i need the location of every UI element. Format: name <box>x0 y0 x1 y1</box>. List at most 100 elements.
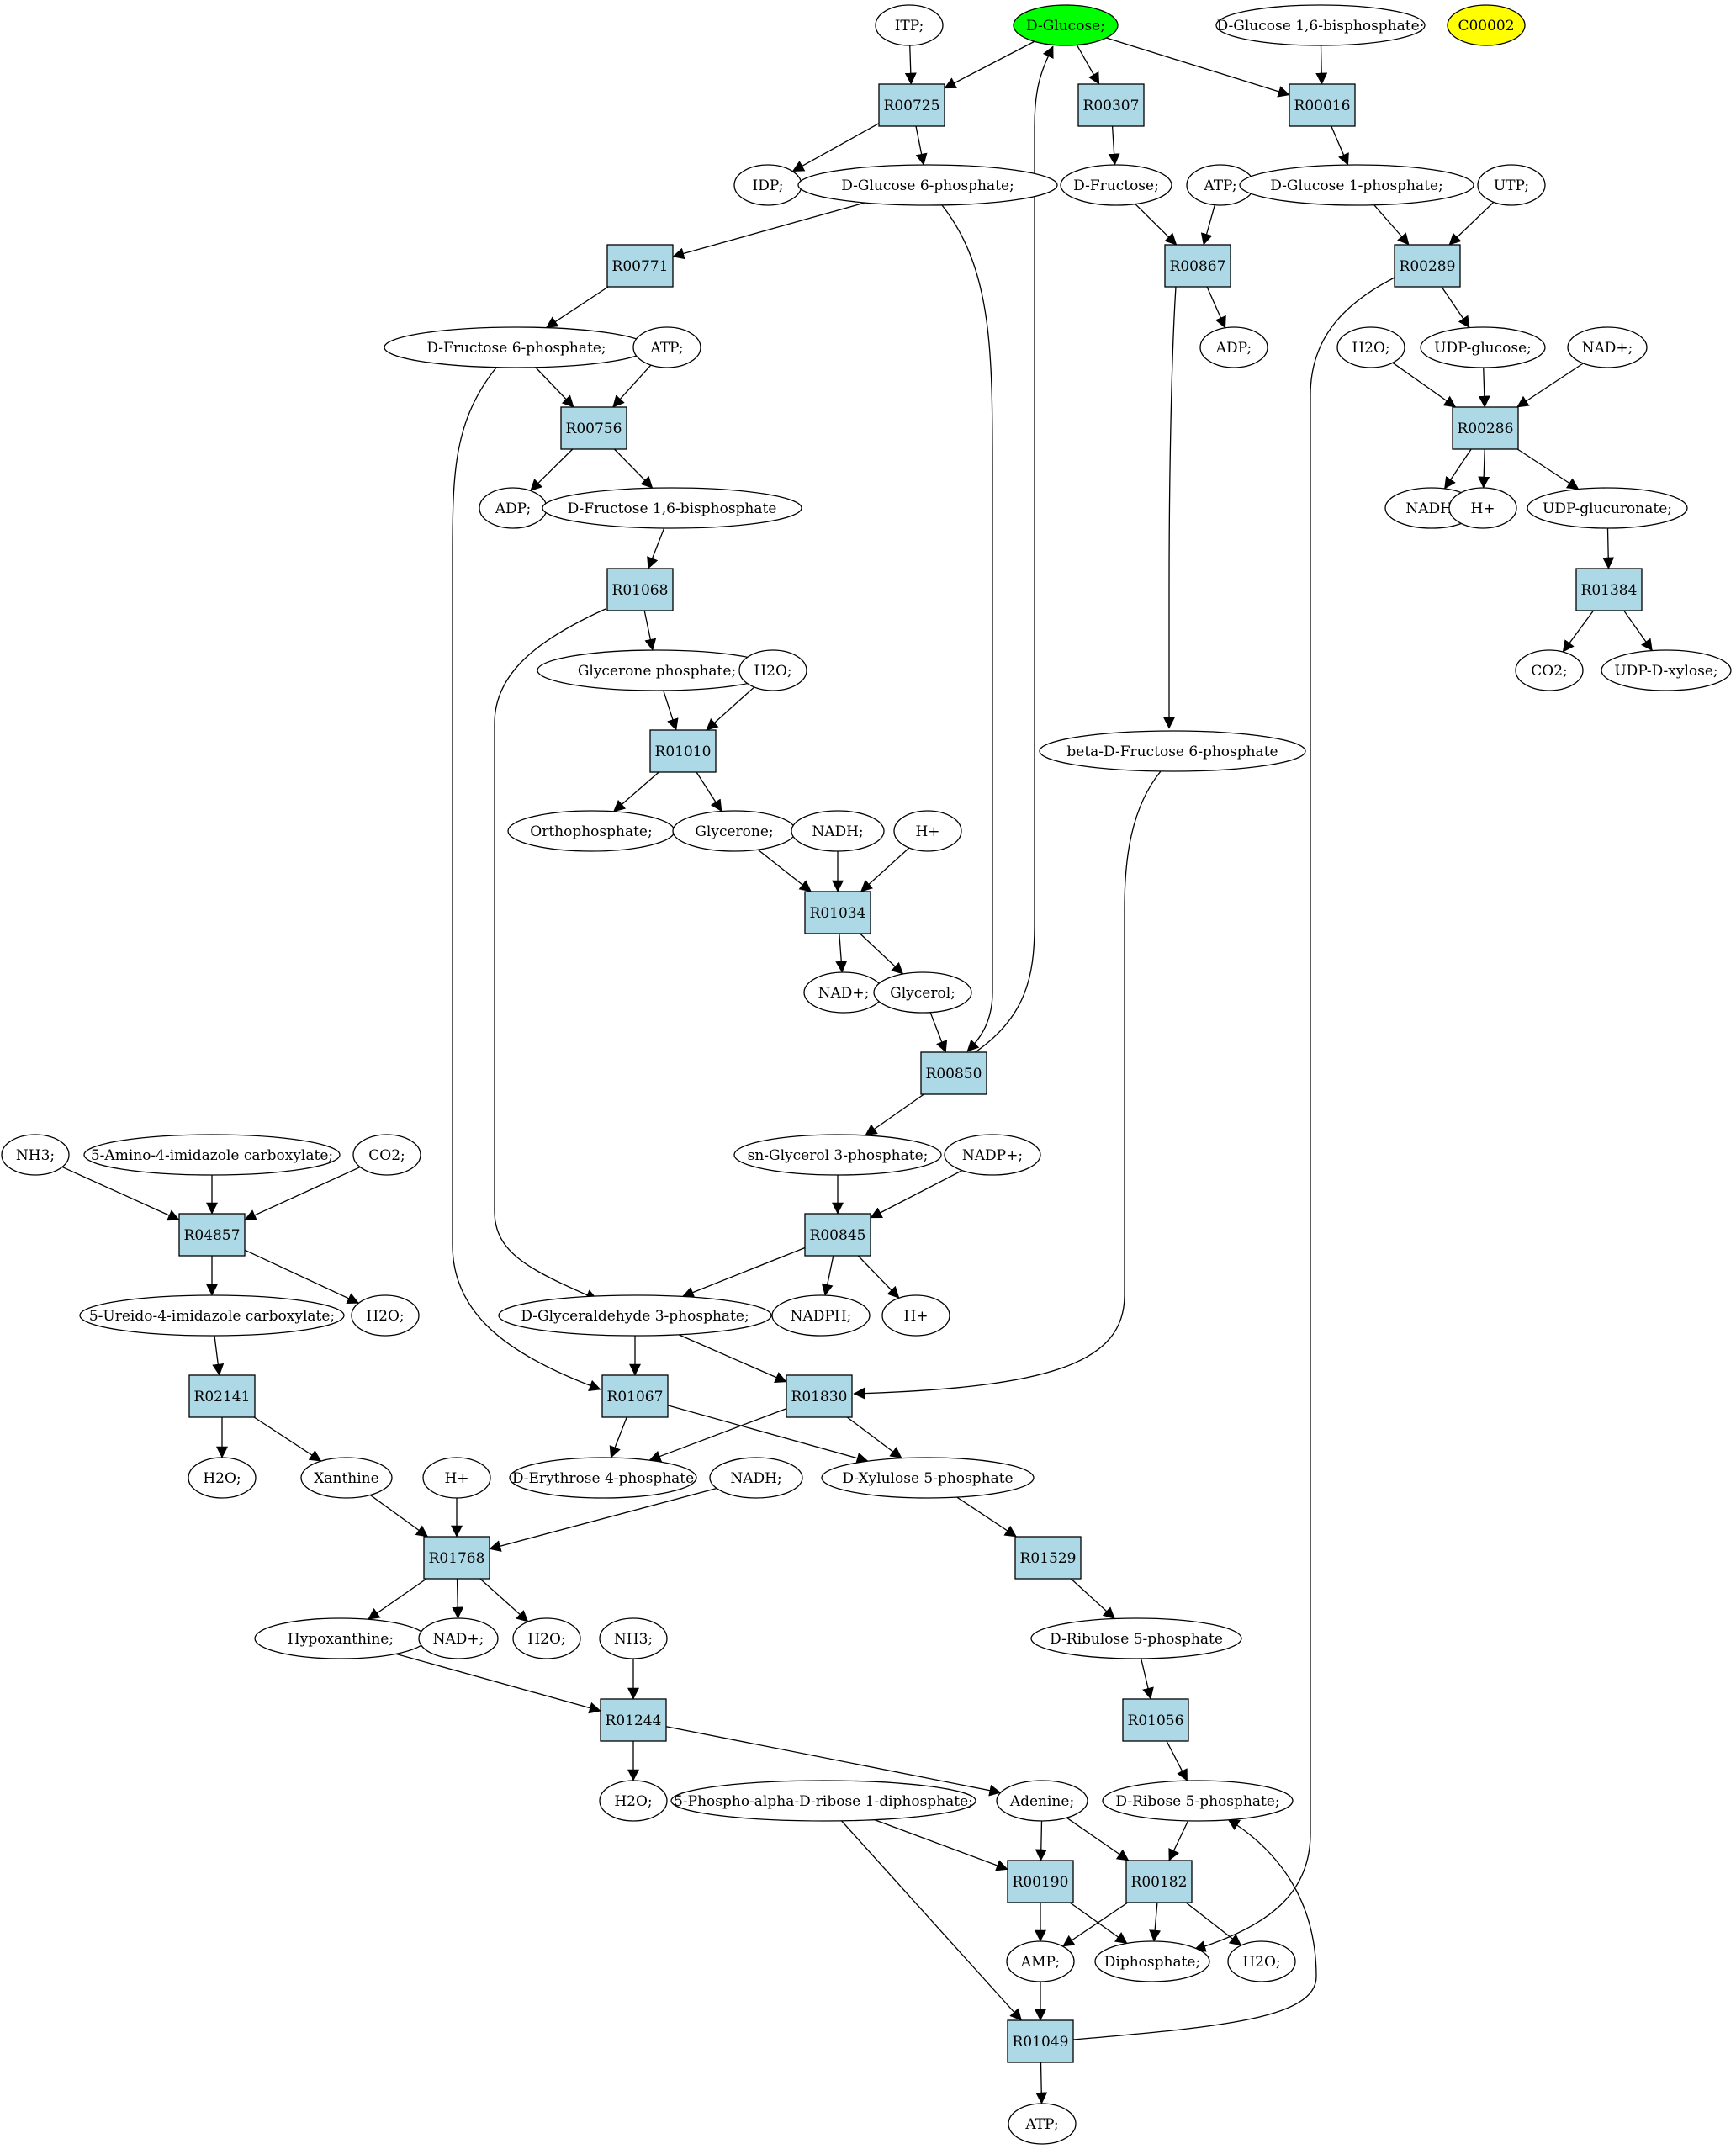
reaction-node-r00182[interactable]: R00182 <box>1125 1860 1193 1903</box>
compound-node-glucose[interactable]: D-Glucose; <box>1013 4 1119 46</box>
reaction-label: R01056 <box>1128 1712 1184 1729</box>
reaction-node-r00771[interactable]: R00771 <box>606 244 674 288</box>
compound-node-nadph[interactable]: NADPH; <box>771 1294 871 1337</box>
compound-node-hplus_4[interactable]: H+ <box>422 1457 491 1499</box>
compound-node-hplus_1[interactable]: H+ <box>1448 487 1517 529</box>
compound-shape <box>1601 649 1732 691</box>
compound-node-f6p[interactable]: D-Fructose 6-phosphate; <box>384 326 649 368</box>
reaction-label: R01010 <box>655 744 712 760</box>
compound-node-c00002[interactable]: C00002 <box>1447 4 1526 46</box>
edge-adenine-to-r00190 <box>1035 1820 1047 1861</box>
compound-node-nadh_2[interactable]: NADH; <box>791 810 885 852</box>
compound-node-fbp[interactable]: D-Fructose 1,6-bisphosphate <box>542 487 802 529</box>
reaction-node-r02141[interactable]: R02141 <box>188 1374 256 1418</box>
compound-node-r5p[interactable]: D-Ribose 5-phosphate; <box>1102 1780 1294 1822</box>
compound-node-atp_2[interactable]: ATP; <box>632 326 701 368</box>
compound-node-g3p[interactable]: sn-Glycerol 3-phosphate; <box>733 1134 942 1176</box>
compound-node-ru5p[interactable]: D-Ribulose 5-phosphate <box>1030 1617 1242 1659</box>
reaction-node-r01244[interactable]: R01244 <box>600 1698 667 1742</box>
compound-node-e4p[interactable]: D-Erythrose 4-phosphate <box>509 1457 697 1499</box>
compound-label: D-Fructose 1,6-bisphosphate <box>568 500 777 517</box>
compound-node-prpp[interactable]: 5-Phospho-alpha-D-ribose 1-diphosphate; <box>670 1780 977 1822</box>
compound-node-udpglucuronate[interactable]: UDP-glucuronate; <box>1527 487 1688 529</box>
edge-r00756-to-fbp <box>614 448 654 489</box>
compound-node-adp_1[interactable]: ADP; <box>1199 326 1268 368</box>
compound-node-diphosphate[interactable]: Diphosphate; <box>1094 1940 1210 1982</box>
reaction-node-r01068[interactable]: R01068 <box>606 568 674 611</box>
compound-node-adp_2[interactable]: ADP; <box>479 487 548 529</box>
compound-shape <box>188 1457 257 1499</box>
reaction-label: R01384 <box>1581 582 1638 599</box>
edge-g16bp-to-r00016 <box>1315 45 1328 85</box>
reaction-node-r00307[interactable]: R00307 <box>1077 83 1145 127</box>
compound-node-nadh_3[interactable]: NADH; <box>709 1457 803 1499</box>
reaction-node-r01384[interactable]: R01384 <box>1575 568 1643 611</box>
compound-label: Xanthine <box>314 1470 378 1487</box>
reaction-node-r01529[interactable]: R01529 <box>1014 1536 1082 1580</box>
compound-node-xu5p[interactable]: D-Xylulose 5-phosphate <box>821 1457 1035 1499</box>
compound-node-h2o_3[interactable]: H2O; <box>351 1294 420 1337</box>
compound-node-g1p[interactable]: D-Glucose 1-phosphate; <box>1239 164 1474 206</box>
edge-nh3_1-to-r04857 <box>61 1166 180 1221</box>
reaction-node-r04857[interactable]: R04857 <box>178 1213 246 1257</box>
compound-node-uic[interactable]: 5-Ureido-4-imidazole carboxylate; <box>79 1294 345 1337</box>
compound-node-g16bp[interactable]: D-Glucose 1,6-bisphosphate; <box>1215 4 1426 46</box>
compound-node-udpxylose[interactable]: UDP-D-xylose; <box>1601 649 1732 691</box>
compound-node-adenine[interactable]: Adenine; <box>996 1780 1088 1822</box>
compound-node-udpglucose[interactable]: UDP-glucose; <box>1420 326 1546 368</box>
compound-node-glycerone[interactable]: Glycerone; <box>672 810 797 852</box>
compound-node-h2o_5[interactable]: H2O; <box>512 1617 581 1659</box>
reaction-node-r00850[interactable]: R00850 <box>920 1051 987 1095</box>
compound-node-hplus_2[interactable]: H+ <box>893 810 962 852</box>
reaction-node-r00016[interactable]: R00016 <box>1289 83 1356 127</box>
edges <box>61 37 1653 2104</box>
reaction-box <box>606 568 674 611</box>
compound-node-hypox[interactable]: Hypoxanthine; <box>254 1617 427 1659</box>
compound-label: D-Fructose 6-phosphate; <box>426 340 606 357</box>
reaction-node-r00286[interactable]: R00286 <box>1452 406 1519 450</box>
compound-label: UTP; <box>1494 177 1529 194</box>
compound-node-h2o_2[interactable]: H2O; <box>738 649 807 691</box>
compound-node-nh3_2[interactable]: NH3; <box>599 1617 668 1659</box>
reaction-node-r01049[interactable]: R01049 <box>1007 2019 1074 2063</box>
reaction-node-r01830[interactable]: R01830 <box>786 1374 853 1418</box>
compound-node-bf6p[interactable]: beta-D-Fructose 6-phosphate <box>1039 730 1306 772</box>
compound-node-glycerol[interactable]: Glycerol; <box>873 971 972 1014</box>
compound-node-hplus_3[interactable]: H+ <box>881 1294 950 1337</box>
compound-node-gap[interactable]: D-Glyceraldehyde 3-phosphate; <box>498 1294 772 1337</box>
edge-atp_2-to-r00756 <box>612 364 652 408</box>
compound-node-nh3_1[interactable]: NH3; <box>1 1134 70 1176</box>
compound-node-nadpplus[interactable]: NADP+; <box>944 1134 1041 1176</box>
compound-node-idp[interactable]: IDP; <box>733 164 802 206</box>
compound-node-co2_1[interactable]: CO2; <box>1515 649 1584 691</box>
compound-node-g6p[interactable]: D-Glucose 6-phosphate; <box>797 164 1058 206</box>
reaction-node-r01034[interactable]: R01034 <box>804 891 871 934</box>
compound-node-atp_3[interactable]: ATP; <box>1008 2103 1077 2145</box>
compound-node-nadp_1[interactable]: NAD+; <box>1567 326 1648 368</box>
reaction-node-r00289[interactable]: R00289 <box>1394 244 1461 288</box>
compound-node-h2o_4[interactable]: H2O; <box>188 1457 257 1499</box>
compound-node-amp[interactable]: AMP; <box>1006 1940 1075 1982</box>
compound-node-gp[interactable]: Glycerone phosphate; <box>537 649 777 691</box>
reaction-node-r00845[interactable]: R00845 <box>804 1213 871 1257</box>
reaction-node-r00756[interactable]: R00756 <box>560 406 627 450</box>
reaction-node-r01067[interactable]: R01067 <box>601 1374 669 1418</box>
reaction-node-r01056[interactable]: R01056 <box>1122 1698 1189 1742</box>
compound-node-nadp_2[interactable]: NAD+; <box>803 971 884 1014</box>
reaction-node-r00190[interactable]: R00190 <box>1007 1860 1074 1903</box>
compound-node-ortho[interactable]: Orthophosphate; <box>507 810 675 852</box>
compound-node-aic[interactable]: 5-Amino-4-imidazole carboxylate; <box>83 1134 341 1176</box>
reaction-node-r00725[interactable]: R00725 <box>878 83 945 127</box>
compound-node-co2_2[interactable]: CO2; <box>352 1134 421 1176</box>
compound-node-itp[interactable]: ITP; <box>875 4 944 46</box>
reaction-node-r00867[interactable]: R00867 <box>1164 244 1231 288</box>
compound-node-h2o_7[interactable]: H2O; <box>1227 1940 1296 1982</box>
compound-node-fructose[interactable]: D-Fructose; <box>1060 164 1172 206</box>
compound-node-h2o_6[interactable]: H2O; <box>599 1780 668 1822</box>
compound-node-utp[interactable]: UTP; <box>1477 164 1546 206</box>
compound-node-h2o_1[interactable]: H2O; <box>1336 326 1405 368</box>
reaction-node-r01010[interactable]: R01010 <box>649 729 717 773</box>
compound-node-nadp_3[interactable]: NAD+; <box>418 1617 499 1659</box>
reaction-node-r01768[interactable]: R01768 <box>423 1536 490 1580</box>
compound-node-xanthine[interactable]: Xanthine <box>300 1457 393 1499</box>
